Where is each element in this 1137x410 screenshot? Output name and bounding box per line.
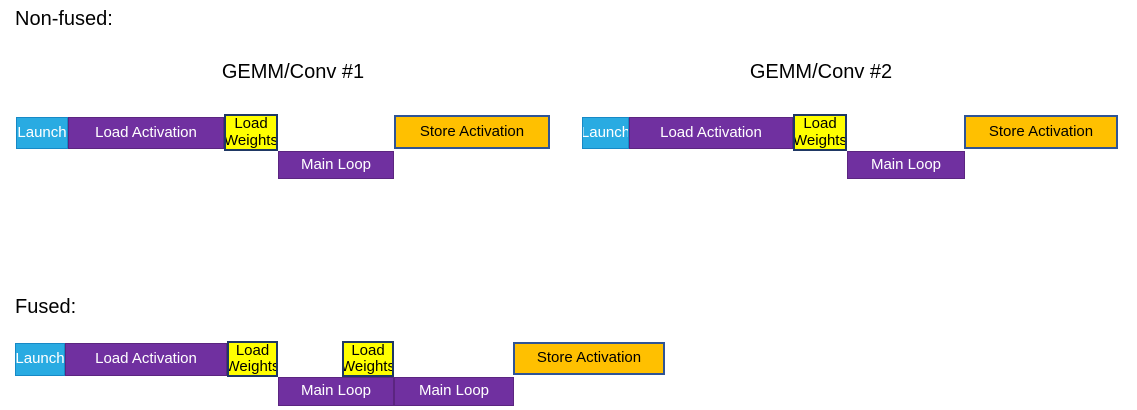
load-activation-block: Load Activation bbox=[629, 117, 793, 149]
main-loop-block: Main Loop bbox=[394, 377, 514, 406]
main-loop-block: Main Loop bbox=[847, 151, 965, 179]
store-activation-block: Store Activation bbox=[513, 342, 665, 375]
main-loop-block: Main Loop bbox=[278, 151, 394, 179]
load-weights-block: Load Weights bbox=[227, 341, 278, 377]
launch-block: Launch bbox=[16, 117, 68, 149]
load-activation-block: Load Activation bbox=[65, 343, 227, 376]
section-label-fused: Fused: bbox=[15, 296, 77, 318]
section-label-non-fused: Non-fused: bbox=[15, 8, 113, 30]
load-weights-block: Load Weights bbox=[793, 114, 847, 151]
main-loop-block: Main Loop bbox=[278, 377, 394, 406]
group-title-gemm-conv-1: GEMM/Conv #1 bbox=[221, 61, 365, 83]
load-activation-block: Load Activation bbox=[68, 117, 224, 149]
group-title-gemm-conv-2: GEMM/Conv #2 bbox=[749, 61, 893, 83]
launch-block: Launch bbox=[582, 117, 629, 149]
load-weights-block: Load Weights bbox=[224, 114, 278, 151]
store-activation-block: Store Activation bbox=[394, 115, 550, 149]
launch-block: Launch bbox=[15, 343, 65, 376]
store-activation-block: Store Activation bbox=[964, 115, 1118, 149]
load-weights-block: Load Weights bbox=[342, 341, 394, 377]
